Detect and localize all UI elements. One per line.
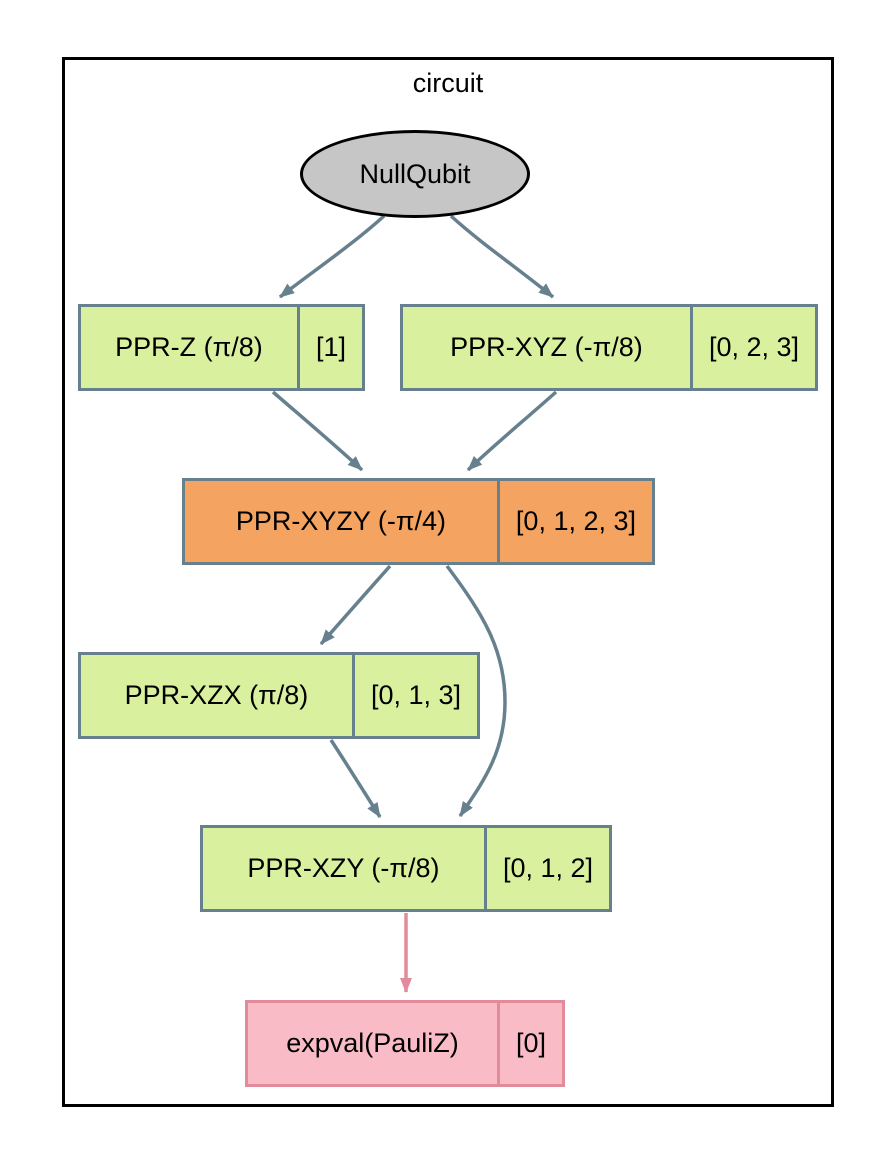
cluster-title: circuit [412,68,484,98]
node-wires: [0, 1, 3] [370,680,461,710]
node-label: PPR-XYZY (-π/4) [185,481,500,562]
node-ppr-xzy: PPR-XZY (-π/8) [0, 1, 2] [200,825,612,912]
node-ppr-z: PPR-Z (π/8) [1] [78,304,365,391]
edge-ppr-z-to-ppr-xyzy [271,390,364,472]
node-ppr-xyzy: PPR-XYZY (-π/4) [0, 1, 2, 3] [182,478,655,565]
node-wires: [0, 2, 3] [708,332,799,362]
circuit-cluster-box [62,57,834,1107]
node-expval-pauliz: expval(PauliZ) [0] [245,1000,565,1087]
node-label: PPR-XZX (π/8) [81,655,355,736]
edge-ppr-xzx-to-ppr-xzy [329,739,382,818]
edge-ppr-xyz-to-ppr-xyzy [466,390,558,472]
edge-ppr-xyzy-to-ppr-xzy [445,564,507,817]
edge-ppr-xyzy-to-ppr-xzx [319,564,392,646]
node-label: PPR-XZY (-π/8) [203,828,487,909]
edge-nullqubit-to-ppr-xyz [449,214,555,299]
node-ppr-xzx: PPR-XZX (π/8) [0, 1, 3] [78,652,480,739]
node-wires: [0, 1, 2, 3] [515,506,636,536]
node-label: PPR-Z (π/8) [81,307,300,388]
edge-nullqubit-to-ppr-z [278,214,386,299]
node-wires: [0, 1, 2] [502,853,593,883]
device-label: NullQubit [359,158,471,189]
node-label: expval(PauliZ) [248,1003,500,1084]
node-wires: [1] [315,332,346,362]
device-node-nullqubit: NullQubit [300,130,530,218]
node-label: PPR-XYZ (-π/8) [403,307,693,388]
node-ppr-xyz: PPR-XYZ (-π/8) [0, 2, 3] [400,304,818,391]
node-wires: [0] [515,1028,546,1058]
